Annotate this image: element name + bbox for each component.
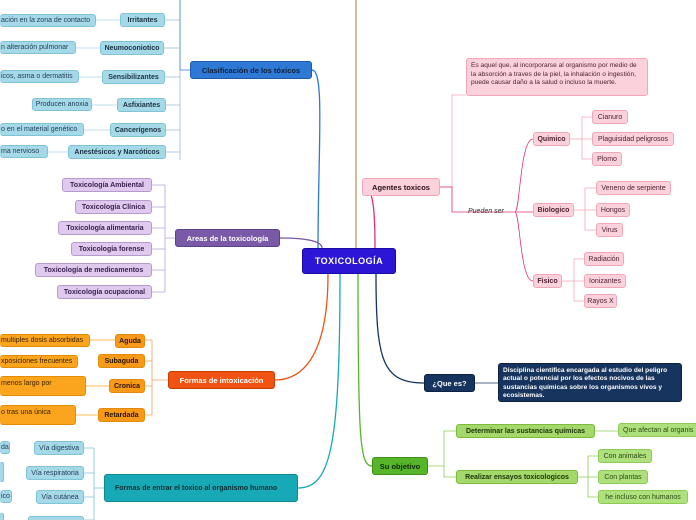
clasificacion-item-cancerigenos[interactable]: Cancerígenos — [110, 123, 166, 137]
objetivo-topic[interactable]: Su objetivo — [372, 457, 428, 475]
clasificacion-item-asfixiantes[interactable]: Asfixiantes — [117, 98, 166, 112]
clasificacion-desc-6: ma nervioso — [0, 145, 48, 158]
agente-item-plaguisidas[interactable]: Plaguisidad peligrosos — [592, 132, 674, 146]
area-item-ocupacional[interactable]: Toxicología ocupacional — [57, 285, 152, 299]
que-es-answer: Disciplina científica encargada al estud… — [498, 363, 682, 402]
intox-item-aguda[interactable]: Aguda — [115, 334, 145, 348]
intox-desc-subaguda: xposiciones frecuentes — [0, 355, 78, 368]
intox-desc-retardada: o tras una única — [0, 405, 76, 425]
clasificacion-desc-5: o en el material genético — [0, 123, 84, 136]
clasificacion-desc-4: Producen anoxia — [32, 98, 92, 111]
agente-item-radiacion[interactable]: Radiación — [584, 252, 624, 266]
intox-item-subaguda[interactable]: Subaguda — [98, 354, 145, 368]
agente-group-biologico[interactable]: Biologico — [533, 203, 574, 217]
central-topic[interactable]: TOXICOLOGÍA — [302, 248, 396, 274]
area-item-ambiental[interactable]: Toxicología Ambiental — [62, 178, 152, 192]
clasificacion-desc-1: ación en la zona de contacto — [0, 14, 96, 27]
clasificacion-item-anestesicos[interactable]: Anestésicos y Narcóticos — [68, 145, 166, 159]
entrar-item-digestiva[interactable]: Vía digestiva — [34, 441, 84, 455]
clasificacion-item-neumoconiotico[interactable]: Neumoconiotico — [100, 41, 164, 55]
intox-item-retardada[interactable]: Retardada — [98, 408, 145, 422]
agente-item-ionizantes[interactable]: Ionizantes — [584, 274, 626, 288]
clasificacion-item-irritantes[interactable]: Irritantes — [120, 13, 165, 27]
objetivo-sub-humanos[interactable]: he incluso con humanos — [598, 490, 688, 504]
entrar-desc-1: da — [0, 441, 10, 454]
clasificacion-desc-3: icos, asma o dermatitis — [0, 70, 79, 83]
agente-item-rayosx[interactable]: Rayos X — [584, 294, 617, 308]
intox-item-cronica[interactable]: Cronica — [109, 379, 145, 393]
objetivo-sub-animales[interactable]: Con animales — [598, 449, 652, 463]
entrar-item-cutanea[interactable]: Vía cutánea — [36, 490, 84, 504]
entrar-desc-2 — [0, 462, 4, 482]
area-item-medicamentos[interactable]: Toxicología de medicamentos — [35, 263, 152, 277]
areas-topic[interactable]: Areas de la toxicología — [175, 229, 280, 247]
agente-item-virus[interactable]: Virus — [596, 223, 623, 237]
clasificacion-topic[interactable]: Clasificación de los tóxicos — [190, 61, 312, 79]
agentes-topic[interactable]: Agentes toxicos — [362, 178, 440, 196]
objetivo-item-ensayos[interactable]: Realizar ensayos toxicologicos — [456, 470, 578, 484]
entrar-desc-3: ico — [0, 490, 12, 503]
objetivo-sub-afectan[interactable]: Que afectan al organis — [618, 423, 696, 437]
formas-entrar-topic[interactable]: Formas de entrar el toxico al organismo … — [104, 474, 298, 502]
entrar-desc-4 — [0, 513, 4, 520]
intox-desc-cronica: menos largo por — [0, 376, 86, 396]
area-item-forense[interactable]: Toxicología forense — [71, 242, 152, 256]
agente-group-quimico[interactable]: Quimico — [533, 132, 570, 146]
area-item-alimentaria[interactable]: Toxicología alimentaria — [58, 221, 152, 235]
formas-intoxicacion-topic[interactable]: Formas de intoxicación — [168, 371, 275, 389]
agentes-definition: Es aquel que, al incorporarse al organis… — [466, 58, 648, 96]
entrar-item-respiratoria[interactable]: Vía respiratoria — [26, 466, 84, 480]
intox-desc-aguda: multiples dosis absorbidas — [0, 334, 90, 347]
objetivo-sub-plantas[interactable]: Con plantas — [598, 470, 648, 484]
agente-item-hongos[interactable]: Hongos — [596, 203, 630, 217]
objetivo-item-determinar[interactable]: Determinar las sustancias químicas — [456, 424, 595, 438]
agentes-connector: Pueden ser — [468, 207, 504, 215]
entrar-item-4[interactable] — [28, 516, 84, 520]
agente-item-veneno[interactable]: Veneno de serpiente — [596, 181, 671, 195]
area-item-clinica[interactable]: Toxicología Clínica — [75, 200, 152, 214]
clasificacion-item-sensibilizantes[interactable]: Sensibilizantes — [102, 70, 165, 84]
agente-item-plomo[interactable]: Plomo — [592, 152, 622, 166]
agente-group-fisico[interactable]: Fisico — [533, 274, 562, 288]
agente-item-cianuro[interactable]: Cianuro — [592, 110, 628, 124]
que-es-topic[interactable]: ¿Que es? — [424, 374, 475, 392]
clasificacion-desc-2: n alteración pulmonar — [0, 41, 76, 54]
